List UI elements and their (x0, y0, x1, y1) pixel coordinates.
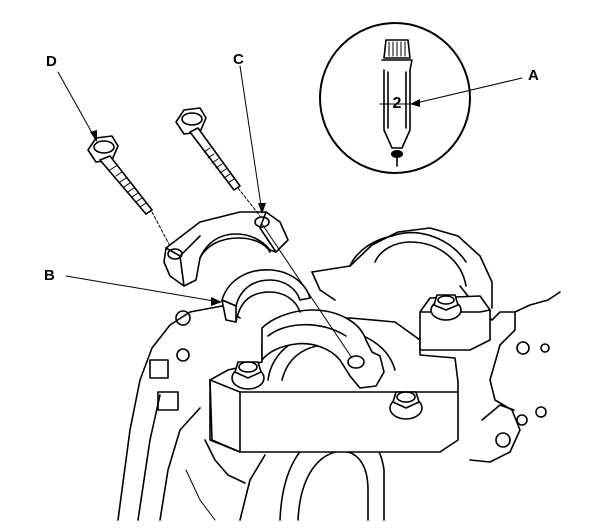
bolt-detail (379, 39, 415, 167)
cap-bolt-2 (175, 107, 241, 191)
connecting-rod-cap (163, 211, 289, 287)
bearing-shell (221, 269, 311, 323)
callout-a: A (528, 67, 539, 84)
connecting-rod (261, 309, 385, 389)
callout-d: D (46, 53, 57, 70)
detail-inset: 2 (319, 22, 471, 174)
cap-bolt (87, 135, 153, 215)
alignment-lines (151, 187, 353, 359)
callout-b: B (44, 267, 55, 284)
leader-lines (57, 65, 523, 306)
callout-c: C (233, 51, 244, 68)
detail-mark: 2 (393, 95, 402, 112)
main-cap-bolt (231, 294, 462, 420)
